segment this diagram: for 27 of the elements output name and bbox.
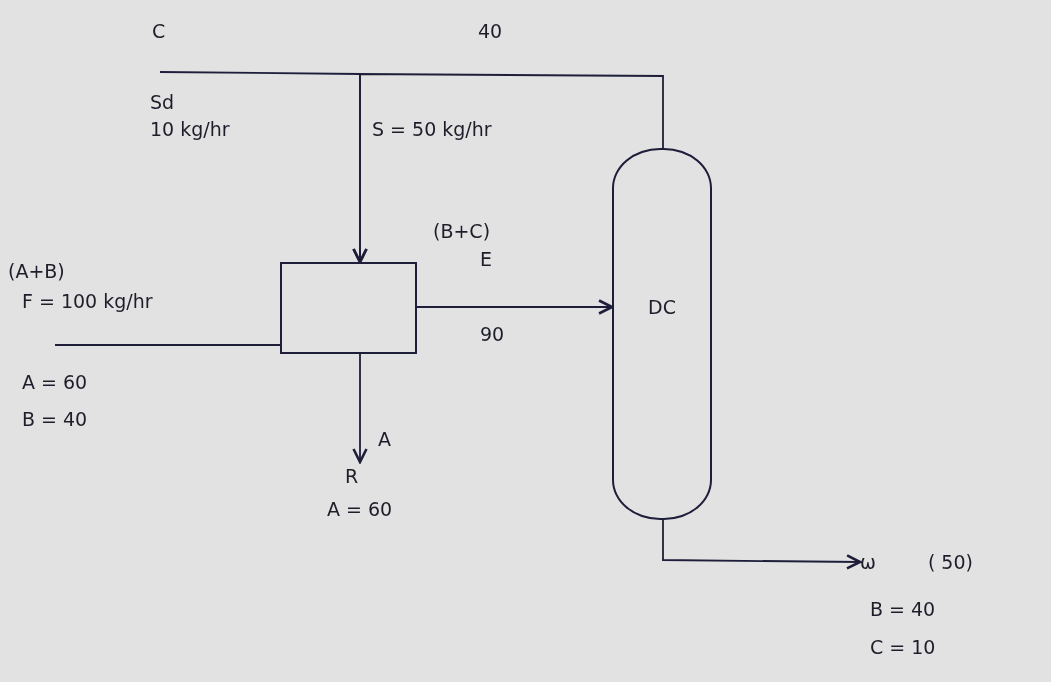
stream-annotation: 40 xyxy=(478,22,503,41)
stream-annotation: E xyxy=(480,250,492,269)
stream-annotation: B = 40 xyxy=(22,410,88,429)
stream-name: ( 50) xyxy=(927,552,973,572)
stream-annotation: (B+C) xyxy=(433,222,491,241)
column-label: DC xyxy=(648,298,676,317)
stream-annotation: Sd xyxy=(150,93,175,112)
stream-name: ω xyxy=(860,552,876,572)
stream-arrow xyxy=(352,353,368,464)
stream-arrow xyxy=(662,519,862,570)
stream-annotation: A = 60 xyxy=(22,373,88,392)
stream-annotation: C = 10 xyxy=(870,638,936,657)
stream-annotation: S = 50 kg/hr xyxy=(372,120,492,139)
stream-annotation: 90 xyxy=(480,325,505,344)
stream-annotation: A = 60 xyxy=(327,500,393,519)
extractor-box xyxy=(280,262,417,354)
stream-annotation: B = 40 xyxy=(870,600,936,619)
stream-name: R xyxy=(345,466,359,486)
stream-annotation: C xyxy=(152,22,166,41)
stream-annotation: F = 100 kg/hr xyxy=(22,292,153,311)
stream-arrow xyxy=(352,73,664,264)
stream-annotation: A xyxy=(378,430,391,449)
stream-annotation: (A+B) xyxy=(8,262,65,281)
stream-line xyxy=(54,344,281,346)
stream-arrow xyxy=(416,299,614,315)
stream-annotation: 10 kg/hr xyxy=(150,120,230,139)
distillation-column xyxy=(612,148,712,520)
